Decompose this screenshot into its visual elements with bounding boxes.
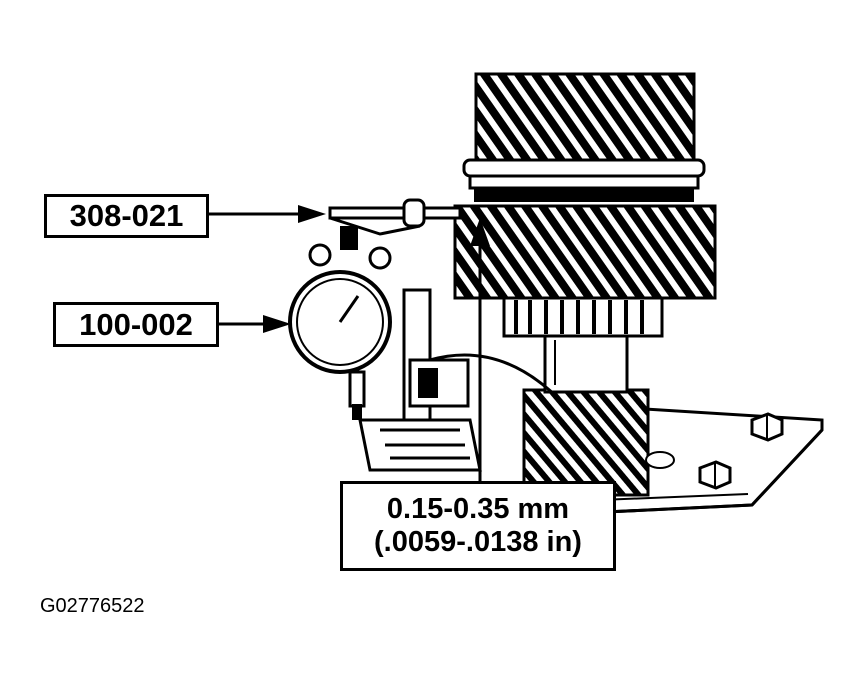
clearance-metric-label: 0.15-0.35 mm	[386, 493, 570, 525]
top-gear	[474, 72, 696, 162]
splined-hub	[502, 296, 664, 338]
leader-arrow-308	[209, 205, 326, 223]
figure-id: G02776522	[40, 595, 145, 617]
clearance-arrow	[470, 218, 490, 481]
lower-gear	[522, 388, 675, 497]
hex-nut-icon	[698, 460, 732, 490]
dial-indicator	[288, 226, 392, 420]
thrust-washer	[462, 158, 706, 202]
shaft	[543, 328, 629, 394]
magnetic-base	[358, 288, 562, 472]
clearance-spec-callout: 0.15-0.35 mm (.0059-.0138 in)	[340, 481, 616, 571]
hex-nut-icon	[750, 412, 784, 442]
clearance-imperial-label: (.0059-.0138 in)	[374, 526, 582, 558]
tool-308-021-callout: 308-021	[44, 194, 209, 238]
leader-arrow-100	[219, 315, 291, 333]
probe-arm	[328, 198, 462, 236]
tool-308-021-label: 308-021	[69, 198, 184, 233]
tool-100-002-callout: 100-002	[53, 302, 219, 347]
middle-gear	[453, 204, 717, 300]
tool-100-002-label: 100-002	[79, 306, 193, 342]
